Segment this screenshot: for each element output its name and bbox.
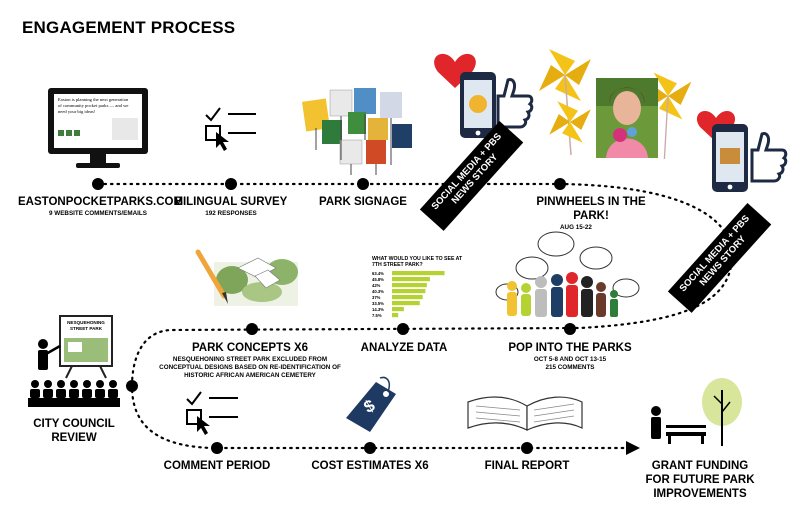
step-survey-label: BILINGUAL SURVEY bbox=[174, 196, 288, 208]
dot-report bbox=[521, 442, 533, 454]
step-concepts-sub1: NESQUEHONING STREET PARK EXCLUDED FROM bbox=[172, 355, 328, 363]
dot-analyze bbox=[397, 323, 409, 335]
step-council-label2: REVIEW bbox=[51, 431, 97, 444]
chart-value-label: 63.4% bbox=[372, 271, 384, 276]
pinwheel-icon bbox=[549, 101, 591, 143]
dot-signage bbox=[357, 178, 369, 190]
step-survey: BILINGUAL SURVEY 192 RESPONSES bbox=[166, 196, 296, 218]
price-tag-icon: $ bbox=[346, 376, 396, 432]
step-comment-label: COMMENT PERIOD bbox=[163, 460, 271, 472]
computer-monitor-icon bbox=[48, 88, 148, 168]
step-pinwheels-sub: AUG 15-22 bbox=[560, 223, 592, 231]
step-analyze-label: ANALYZE DATA bbox=[360, 342, 448, 354]
step-website-sub: 9 WEBSITE COMMENTS/EMAILS bbox=[49, 209, 147, 217]
dot-council bbox=[126, 380, 138, 392]
step-comment: COMMENT PERIOD bbox=[157, 460, 277, 474]
step-website-label: EASTONPOCKETPARKS.COM bbox=[18, 196, 184, 208]
step-website: EASTONPOCKETPARKS.COM 9 WEBSITE COMMENTS… bbox=[18, 196, 184, 218]
person-icon bbox=[651, 406, 661, 416]
social-media-phone-icon-1 bbox=[434, 53, 534, 138]
chart-title-line1: WHAT WOULD YOU LIKE TO SEE AT bbox=[372, 256, 463, 262]
step-concepts-sub3: HISTORIC AFRICAN AMERICAN CEMETERY bbox=[184, 372, 316, 380]
chart-bar bbox=[392, 295, 423, 300]
chart-bar bbox=[392, 301, 420, 306]
bench-icon bbox=[666, 432, 706, 436]
dot-survey bbox=[225, 178, 237, 190]
step-popinto-label: POP INTO THE PARKS bbox=[508, 342, 632, 354]
process-path bbox=[96, 182, 734, 450]
step-survey-sub: 192 RESPONSES bbox=[205, 209, 257, 217]
person-icons bbox=[507, 272, 618, 317]
survey-checklist-icon bbox=[205, 107, 256, 151]
step-grant-label2: FOR FUTURE PARK bbox=[645, 473, 755, 486]
step-signage-label: PARK SIGNAGE bbox=[319, 196, 407, 208]
chart-value-label: 45.8% bbox=[372, 277, 384, 282]
dot-concepts bbox=[246, 323, 258, 335]
park-concept-sketch bbox=[195, 249, 298, 306]
chart-bar bbox=[392, 271, 445, 276]
chart-bar bbox=[392, 277, 430, 282]
arrow-head-icon bbox=[626, 441, 640, 455]
dot-pinwheels bbox=[554, 178, 566, 190]
social-media-phone-icon-2 bbox=[696, 110, 788, 192]
open-report-icon bbox=[467, 396, 583, 431]
step-grant: GRANT FUNDING FOR FUTURE PARK IMPROVEMEN… bbox=[630, 460, 770, 501]
step-analyze: ANALYZE DATA bbox=[349, 342, 459, 356]
step-signage: PARK SIGNAGE bbox=[303, 196, 423, 210]
step-pinwheels-label: PINWHEELS IN THE PARK! bbox=[536, 196, 646, 222]
chart-title-line2: 7TH STREET PARK? bbox=[372, 262, 423, 268]
people-crowd-graphic bbox=[495, 231, 640, 317]
chart-value-label: 7.5% bbox=[372, 313, 382, 318]
chart-value-label: 33.5% bbox=[372, 301, 384, 306]
pinwheels-graphic bbox=[539, 49, 692, 160]
dot-cost bbox=[364, 442, 376, 454]
step-popinto-sub2: 215 COMMENTS bbox=[545, 363, 595, 371]
chart-value-label: 37% bbox=[372, 295, 381, 300]
chart-value-label: 14.3% bbox=[372, 307, 384, 312]
dot-website bbox=[92, 178, 104, 190]
step-council: CITY COUNCIL REVIEW bbox=[22, 418, 126, 446]
pinwheel-icon bbox=[539, 49, 591, 156]
dot-popinto bbox=[564, 323, 576, 335]
park-signage-graphic bbox=[302, 88, 412, 175]
website-screen-text: Easton is planning the next generation o… bbox=[58, 97, 129, 115]
chart-bar bbox=[392, 313, 399, 318]
step-concepts-label: PARK CONCEPTS X6 bbox=[191, 342, 309, 354]
city-council-graphic bbox=[28, 315, 120, 407]
comment-checklist-icon bbox=[186, 391, 238, 435]
chart-bar bbox=[392, 283, 427, 288]
pencil-icon bbox=[195, 249, 227, 299]
chart-value-label: 42% bbox=[372, 283, 381, 288]
step-popinto: POP INTO THE PARKS OCT 5-8 AND OCT 13-15… bbox=[500, 342, 640, 372]
dot-comment bbox=[211, 442, 223, 454]
chart-bar bbox=[392, 289, 426, 294]
future-park-graphic bbox=[651, 378, 742, 446]
survey-results-chart: WHAT WOULD YOU LIKE TO SEE AT 7TH STREET… bbox=[372, 256, 463, 318]
step-council-label1: CITY COUNCIL bbox=[33, 418, 115, 430]
chart-bar bbox=[392, 307, 404, 312]
step-cost: COST ESTIMATES X6 bbox=[305, 460, 435, 474]
step-grant-label1: GRANT FUNDING bbox=[651, 460, 749, 472]
chart-value-label: 40.3% bbox=[372, 289, 384, 294]
milestone-dots bbox=[92, 178, 576, 454]
step-pinwheels: PINWHEELS IN THE PARK! AUG 15-22 bbox=[536, 196, 646, 232]
council-board-text: NESQUEHONING STREET PARK bbox=[67, 320, 105, 331]
audience-icons bbox=[28, 380, 120, 407]
step-grant-label3: IMPROVEMENTS bbox=[653, 487, 747, 500]
page-title: ENGAGEMENT PROCESS bbox=[22, 18, 236, 37]
step-cost-label: COST ESTIMATES X6 bbox=[311, 460, 429, 472]
presenter-icon bbox=[38, 339, 48, 349]
step-concepts: PARK CONCEPTS X6 NESQUEHONING STREET PAR… bbox=[150, 342, 350, 380]
step-report-label: FINAL REPORT bbox=[484, 460, 570, 472]
step-popinto-sub1: OCT 5-8 AND OCT 13-15 bbox=[533, 355, 607, 363]
step-concepts-sub2: CONCEPTUAL DESIGNS BASED ON RE-IDENTIFIC… bbox=[159, 363, 341, 371]
step-report: FINAL REPORT bbox=[476, 460, 578, 474]
